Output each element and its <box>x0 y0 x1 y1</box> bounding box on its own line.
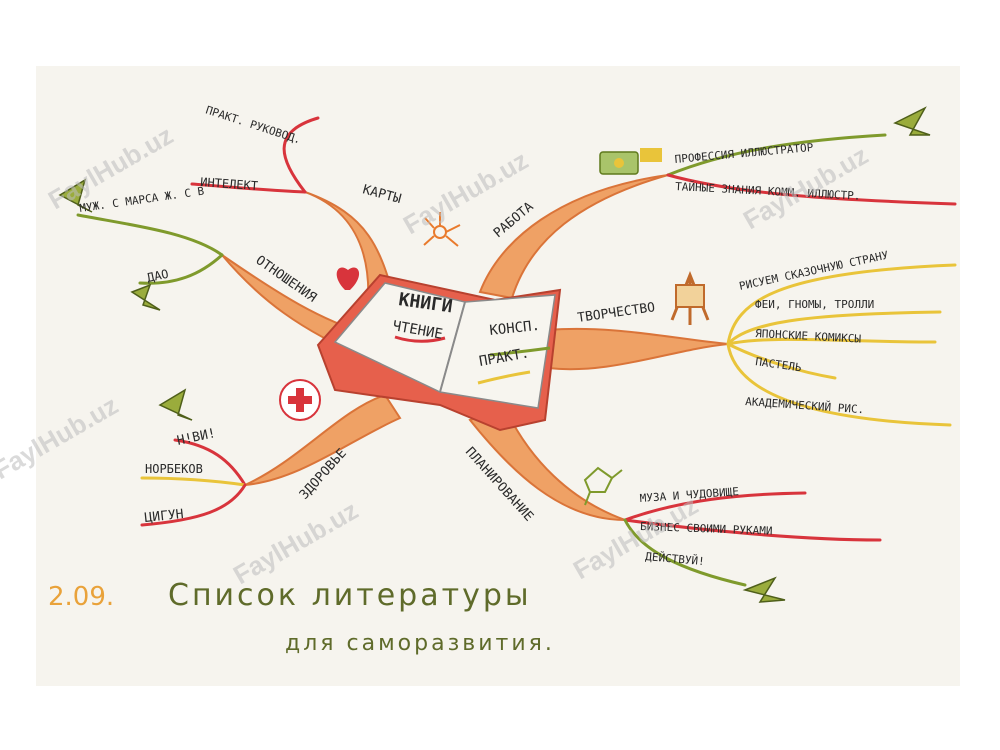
star-icon-1 <box>893 106 931 136</box>
item-health-2: ЦИГУН <box>144 507 184 526</box>
footer-title-line1: Список литературы <box>168 578 532 613</box>
star-icon-2 <box>58 178 93 213</box>
item-cards-1: ИНТЕЛЕКТ <box>200 175 259 193</box>
item-creativity-2: ЯПОНСКИЕ КОМИКСЫ <box>755 327 862 346</box>
first-aid-icon <box>279 379 321 421</box>
line-business <box>623 518 882 542</box>
item-creativity-3: ПАСТЕЛЬ <box>755 355 803 374</box>
center-notes: КОНСП. <box>489 318 541 339</box>
star-icon-4 <box>158 388 193 421</box>
footer-date: 2.09. <box>48 582 114 612</box>
item-relations-1: ДАО <box>146 267 170 285</box>
line-muse <box>623 491 807 522</box>
line-fairies <box>726 310 942 346</box>
branch-shape-work <box>478 174 669 300</box>
line-pastel <box>726 342 837 380</box>
line-prakt <box>282 116 320 194</box>
item-planning-1: БИЗНЕС СВОИМИ РУКАМИ <box>640 520 773 538</box>
book-illustration <box>316 273 562 432</box>
item-work-0: ПРОФЕССИЯ ИЛЛЮСТРАТОР <box>674 141 814 166</box>
money-icon <box>599 148 662 175</box>
item-planning-2: ДЕЙСТВУЙ! <box>645 550 706 568</box>
star-icon-5 <box>742 576 786 603</box>
book-spine <box>439 301 466 393</box>
line-intellect <box>190 182 307 194</box>
sub-branches <box>76 116 957 587</box>
item-cards-0: ПРАКТ. РУКОВОД. <box>204 103 302 146</box>
branch-shape-creativity <box>547 327 729 371</box>
molecule-icon-2 <box>583 466 623 506</box>
molecule-icon <box>423 212 461 247</box>
branch-label-creativity: ТВОРЧЕСТВО <box>576 300 656 326</box>
underline-practice <box>477 370 531 385</box>
line-secret <box>666 173 957 206</box>
line-academic <box>726 342 952 427</box>
easel-icon <box>670 270 710 325</box>
star-icons <box>58 106 931 603</box>
line-fairyland <box>726 263 957 346</box>
item-health-1: НОРБЕКОВ <box>145 462 203 476</box>
decorations <box>58 106 931 603</box>
underline-reading <box>394 335 446 343</box>
line-manga <box>726 337 937 346</box>
branch-label-cards: КАРТЫ <box>361 182 403 207</box>
heart-icon <box>336 267 360 290</box>
line-act <box>623 518 747 587</box>
line-muzh <box>76 213 224 257</box>
line-norbekov <box>140 476 247 487</box>
line-dao <box>138 253 224 285</box>
line-nivi <box>173 438 247 487</box>
line-prof <box>666 133 887 177</box>
watermark-6: FaylHub.uz <box>0 390 123 485</box>
underline-notes <box>489 346 551 357</box>
line-tsigun <box>140 483 247 527</box>
footer-title-line2: для саморазвития. <box>285 631 555 656</box>
star-icon-3 <box>130 283 161 311</box>
item-creativity-1: ФЕИ, ГНОМЫ, ТРОЛЛИ <box>755 298 874 311</box>
watermark-4: FaylHub.uz <box>228 495 363 590</box>
item-creativity-4: АКАДЕМИЧЕСКИЙ РИС. <box>745 395 865 416</box>
